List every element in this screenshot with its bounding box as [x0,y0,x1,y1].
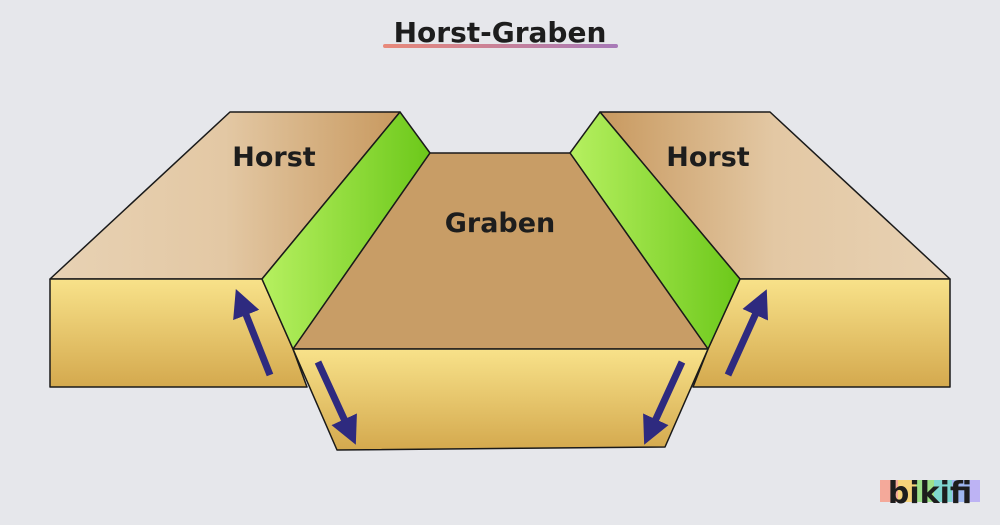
graben-front [292,348,709,451]
label-horst-right: Horst [666,142,750,173]
title: Horst-Graben [394,16,607,49]
label-graben: Graben [445,208,556,239]
arrow-down-left-icon [314,360,357,445]
arrow-down-right-icon [643,360,686,445]
arrow-up-right-icon [724,289,768,377]
arrow-up-left-icon [233,288,274,377]
svg-text:bikifi: bikifi [888,476,972,511]
bikifi-logo: bikifi [880,476,980,511]
title-underline [383,44,618,48]
label-horst-left: Horst [232,142,316,173]
